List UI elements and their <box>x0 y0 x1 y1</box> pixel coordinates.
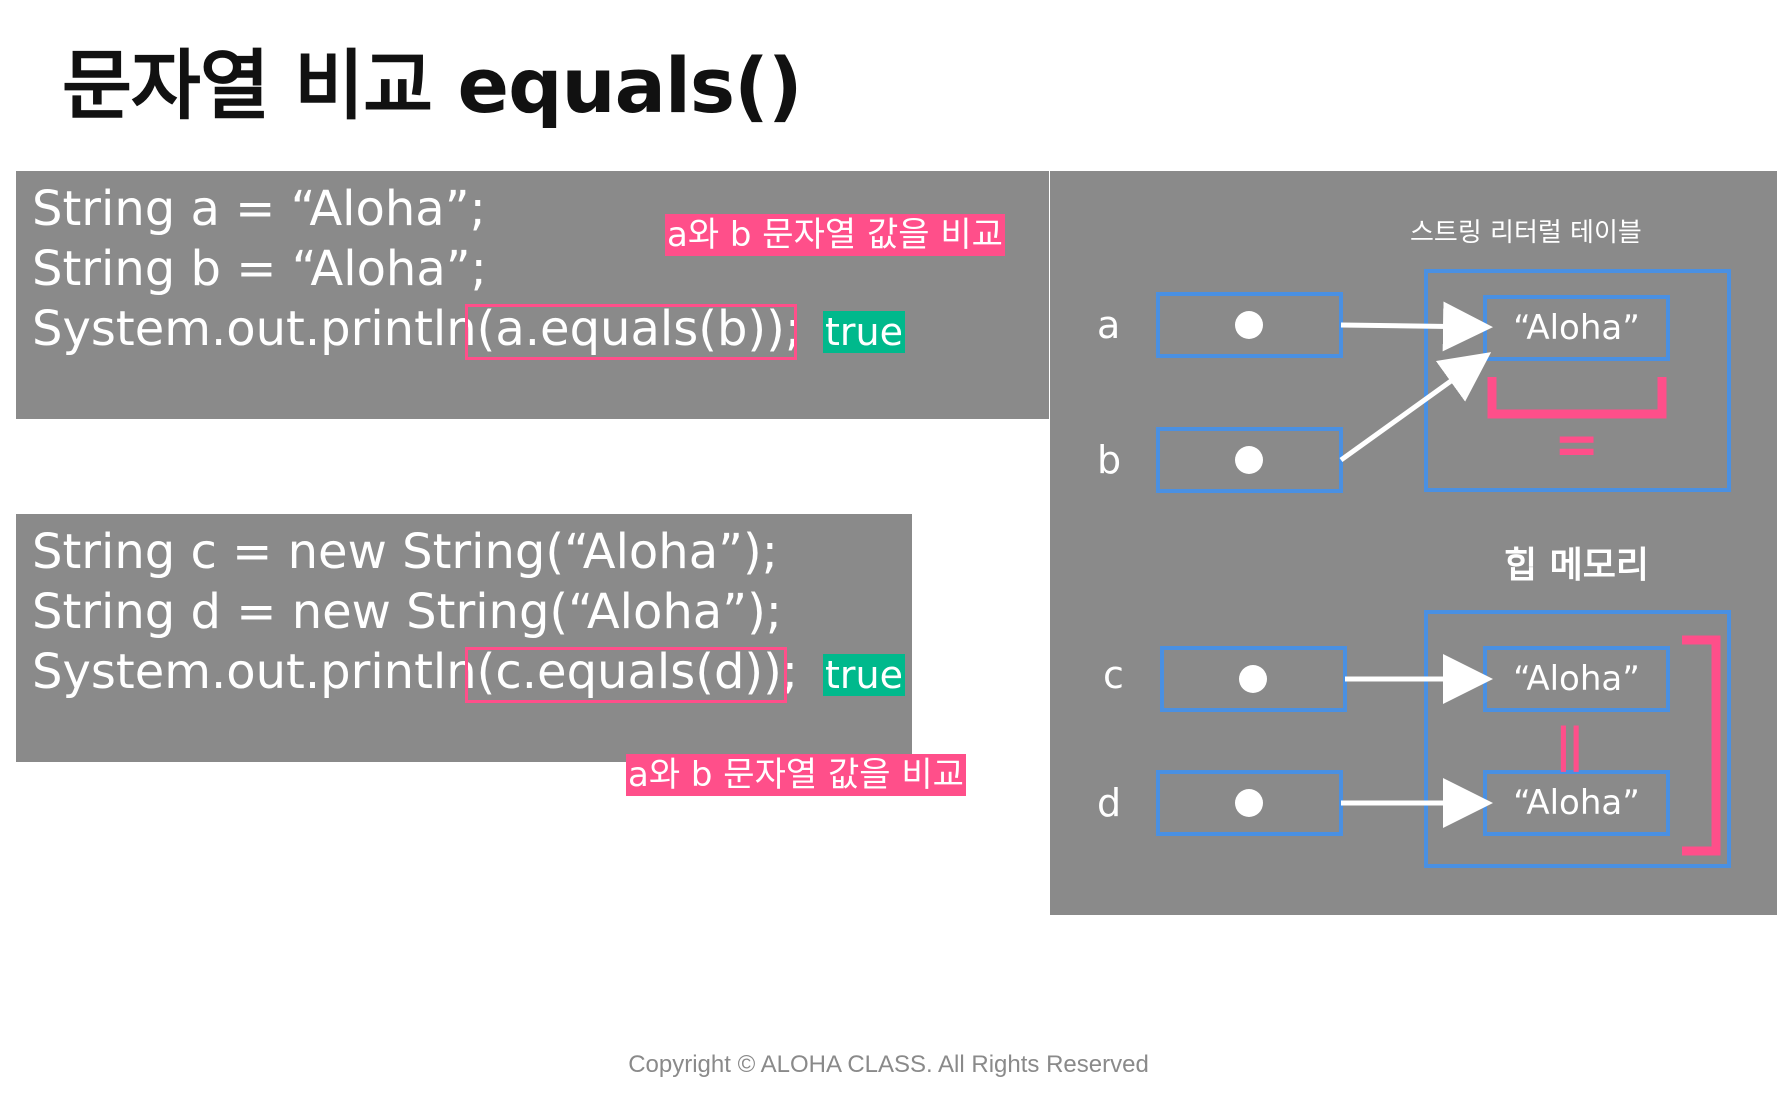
code-line-c: String c = new String(“Aloha”); <box>32 524 778 580</box>
var-label-b: b <box>1097 438 1122 482</box>
code-line-println: System.out.println(c.equals(d)); <box>32 644 799 700</box>
reference-dot <box>1235 789 1263 817</box>
code-line-a: String a = “Aloha”; <box>32 181 486 237</box>
true-result-badge: true <box>823 310 905 354</box>
var-label-c: c <box>1103 653 1124 697</box>
code-line-println: System.out.println(a.equals(b)); <box>32 301 802 357</box>
arrow-a-to-literal <box>1340 301 1493 352</box>
equals-highlight-box <box>465 647 787 703</box>
equal-sign: = <box>1554 413 1600 476</box>
reference-dot <box>1235 446 1263 474</box>
heap-memory-title: 힙 메모리 <box>1504 545 1650 586</box>
diagram-canvas <box>1156 269 1731 868</box>
equal-bracket-heap <box>1682 635 1721 856</box>
var-label-a: a <box>1097 303 1121 347</box>
literal-table-title: 스트링 리터럴 테이블 <box>1410 218 1642 248</box>
compare-note: a와 b 문자열 값을 비교 <box>626 754 966 796</box>
equals-highlight-box <box>465 304 797 360</box>
reference-dot <box>1239 665 1267 693</box>
heap-value-text-2: “Aloha” <box>1513 783 1640 823</box>
literal-value-text: “Aloha” <box>1513 308 1640 348</box>
var-label-d: d <box>1097 781 1122 825</box>
literal-table-box <box>1424 269 1731 492</box>
code-line-b: String b = “Aloha”; <box>32 241 487 297</box>
copyright-footer: Copyright © ALOHA CLASS. All Rights Rese… <box>628 1051 1149 1078</box>
memory-diagram: 스트링 리터럴 테이블 힙 메모리 a b c d “Aloha” “Aloha… <box>1050 171 1777 915</box>
heap-memory-box <box>1424 610 1731 868</box>
code-panel-new: String c = new String(“Aloha”); String d… <box>16 514 912 762</box>
parallel-sign: || <box>1555 718 1585 772</box>
arrow-b-to-literal <box>1339 352 1492 463</box>
code-line-d: String d = new String(“Aloha”); <box>32 584 782 640</box>
reference-dot <box>1235 311 1263 339</box>
equal-bracket-literal <box>1487 377 1667 419</box>
compare-note: a와 b 문자열 값을 비교 <box>665 214 1005 256</box>
page-title: 문자열 비교 equals() <box>62 41 803 130</box>
true-result-badge: true <box>823 653 905 697</box>
code-panel-literal: String a = “Aloha”; String b = “Aloha”; … <box>16 171 1049 419</box>
heap-value-text-1: “Aloha” <box>1513 659 1640 699</box>
